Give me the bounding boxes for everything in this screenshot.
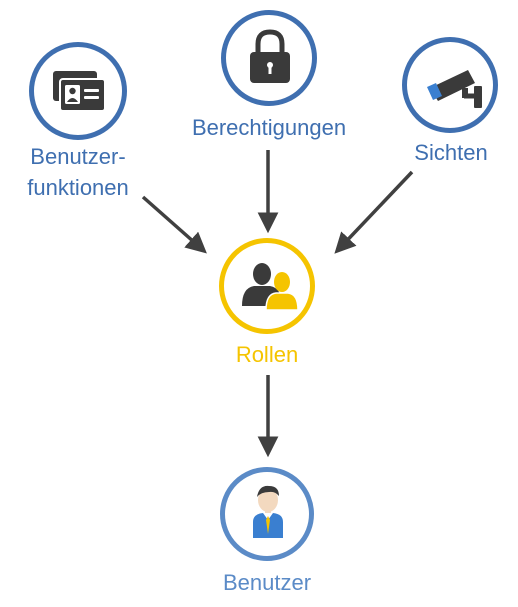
benutzerfunktionen-node [29,42,127,140]
berechtigungen-label: Berechtigungen [191,115,347,140]
benutzerfunktionen-label-line1: Benutzer- [30,144,126,169]
id-card-icon [52,70,106,112]
user-group-icon [240,260,300,312]
benutzerfunktionen-label-line2: funktionen [27,175,129,200]
berechtigungen-node [221,10,317,106]
security-camera-icon [424,62,484,112]
benutzer-node [220,467,314,561]
padlock-icon [248,29,292,87]
sichten-label: Sichten [414,140,488,165]
benutzer-label: Benutzer [222,570,312,595]
rollen-node [219,238,315,334]
sichten-node [402,37,498,133]
arrow-benutzerfunktionen-to-rollen [141,195,207,254]
rollen-label: Rollen [235,342,299,367]
benutzerfunktionen-label: Benutzer- funktionen [10,143,146,201]
arrow-sichten-to-rollen [334,170,414,254]
businessman-icon [251,484,285,540]
